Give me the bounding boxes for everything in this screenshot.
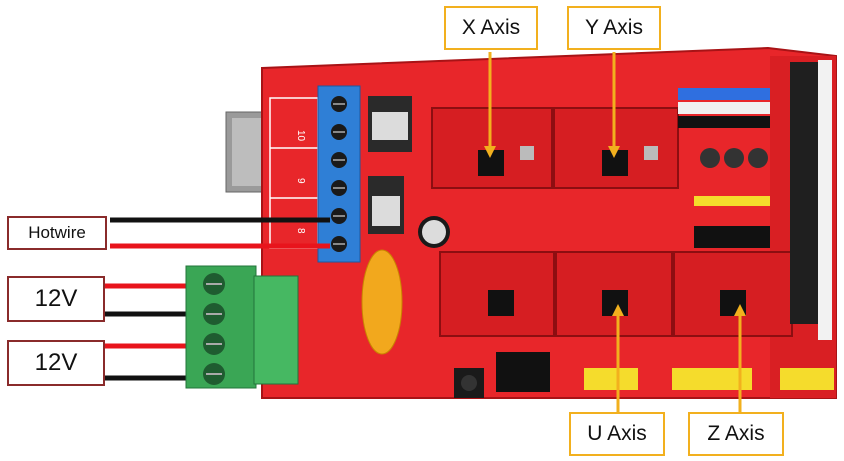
svg-text:8: 8 bbox=[295, 228, 306, 234]
green-terminal-block bbox=[185, 265, 299, 389]
y-axis-label: Y Axis bbox=[567, 6, 661, 50]
polyfuse bbox=[361, 249, 403, 355]
u-axis-label: U Axis bbox=[569, 412, 665, 456]
svg-text:9: 9 bbox=[295, 178, 306, 184]
electrolytic-capacitors bbox=[700, 148, 768, 168]
hotwire-label: Hotwire bbox=[7, 216, 107, 250]
power-label-2: 12V bbox=[7, 340, 105, 386]
power-label-1: 12V bbox=[7, 276, 105, 322]
callout-arrows bbox=[484, 52, 746, 412]
z-axis-label: Z Axis bbox=[688, 412, 784, 456]
stepper-driver-u bbox=[555, 251, 673, 337]
stepper-driver-e0 bbox=[439, 251, 555, 337]
blue-terminal-block bbox=[317, 85, 361, 263]
svg-text:10: 10 bbox=[295, 130, 306, 142]
pin-headers bbox=[496, 60, 834, 392]
hotwire-wires bbox=[110, 217, 330, 249]
x-axis-label: X Axis bbox=[444, 6, 538, 50]
stepper-driver-z bbox=[673, 251, 793, 337]
stepper-driver-x bbox=[431, 107, 553, 189]
